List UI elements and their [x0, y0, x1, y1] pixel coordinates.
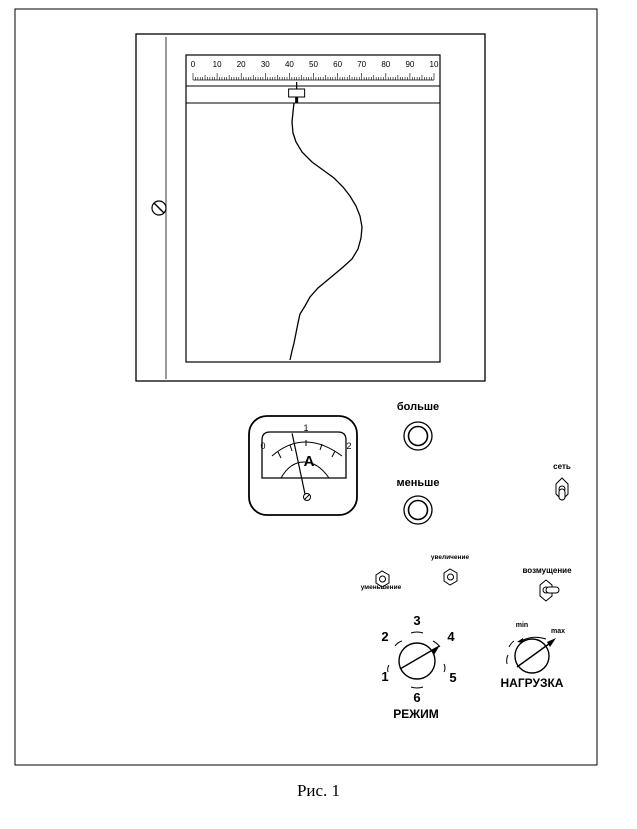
- mode-position-4: 4: [447, 629, 455, 644]
- ammeter-label-0: 0: [260, 441, 265, 451]
- ammeter-window: [261, 431, 347, 479]
- mode-selector-title: РЕЖИМ: [393, 707, 438, 721]
- mode-position-1: 1: [381, 669, 388, 684]
- decrease-knob[interactable]: [375, 570, 390, 588]
- scale-label: 70: [357, 60, 366, 69]
- increase-knob[interactable]: [443, 568, 458, 586]
- power-toggle-label: сеть: [553, 462, 571, 471]
- ammeter-label-1: 1: [303, 423, 308, 433]
- mode-position-6: 6: [413, 690, 420, 705]
- load-control-marks: [506, 640, 515, 665]
- scale-label: 40: [285, 60, 294, 69]
- excitation-toggle-switch[interactable]: [539, 579, 560, 602]
- recorder-pointer: [288, 82, 306, 103]
- mode-position-5: 5: [449, 670, 456, 685]
- recorder-scale-labels: 0 10 20 30 40 50 60 70 80 90 10: [191, 60, 439, 69]
- decrease-knob-label: уменьшение: [361, 584, 402, 591]
- load-control-title: НАГРУЗКА: [501, 676, 564, 690]
- excitation-toggle-label: возмущение: [522, 566, 572, 575]
- mode-position-2: 2: [381, 629, 388, 644]
- screw-icon: [151, 200, 167, 216]
- scale-label: 80: [381, 60, 390, 69]
- scale-label: 30: [261, 60, 270, 69]
- load-control-knob[interactable]: [514, 638, 556, 674]
- scale-label: 20: [237, 60, 246, 69]
- mode-selector-switch[interactable]: [398, 642, 440, 680]
- ammeter-needle-base: [280, 461, 330, 479]
- ammeter-unit: A: [304, 453, 315, 470]
- mode-selector-marks: [387, 631, 446, 689]
- less-button-label: меньше: [397, 477, 440, 489]
- load-range-arc: [522, 636, 547, 641]
- mode-position-3: 3: [413, 613, 420, 628]
- ammeter: 0 1 2 A: [248, 415, 358, 516]
- more-button[interactable]: [403, 421, 433, 451]
- load-max-label: max: [551, 628, 565, 635]
- scale-label: 60: [333, 60, 342, 69]
- increase-knob-label: увеличение: [431, 554, 470, 561]
- power-toggle-switch[interactable]: [555, 477, 569, 501]
- ammeter-label-2: 2: [346, 441, 351, 451]
- scale-label: 0: [191, 60, 196, 69]
- scale-label: 10: [213, 60, 222, 69]
- figure-caption: Рис. 1: [296, 781, 341, 800]
- recorder-housing: [135, 33, 486, 382]
- more-button-label: больше: [397, 401, 439, 413]
- recorder-chart-frame: [185, 54, 441, 363]
- ammeter-case: [248, 415, 358, 516]
- recorder-scale-ticks: [192, 73, 435, 80]
- scale-label: 10: [430, 60, 439, 69]
- scale-label: 90: [405, 60, 414, 69]
- ammeter-needle: [291, 433, 306, 495]
- zero-adjust-screw-icon: [303, 493, 311, 501]
- recorded-trace: [289, 102, 363, 361]
- less-button[interactable]: [403, 495, 433, 525]
- scale-label: 50: [309, 60, 318, 69]
- outer-panel: [14, 8, 598, 766]
- load-min-label: min: [516, 622, 528, 629]
